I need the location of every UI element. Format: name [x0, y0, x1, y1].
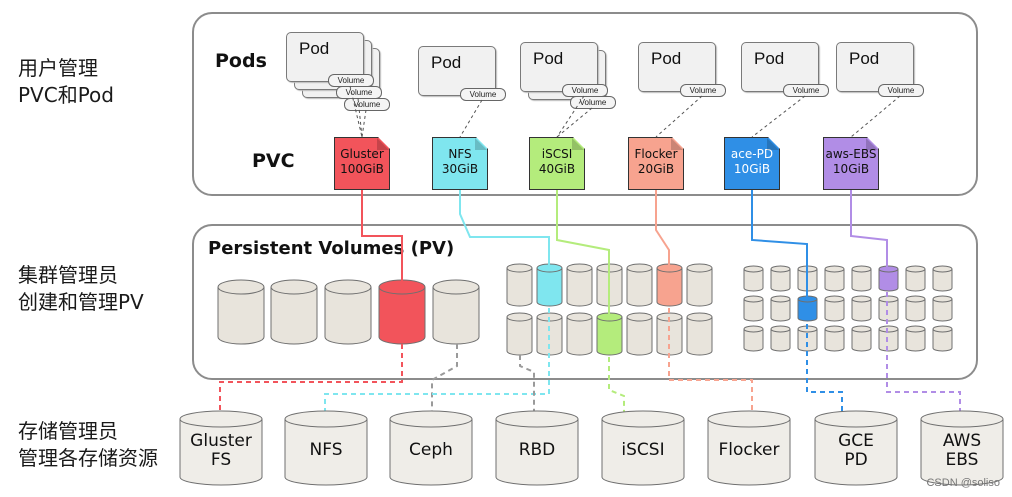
pod-label: Pod	[533, 49, 564, 68]
pod-label: Pod	[651, 49, 682, 68]
storage-admin-label: 存储管理员 管理各存储资源	[18, 419, 158, 470]
pvc-name: Flocker	[634, 147, 678, 161]
pvc-size: 20GiB	[637, 162, 675, 176]
pvc-title: PVC	[252, 150, 295, 172]
admin-label: 集群管理员 创建和管理PV	[18, 263, 144, 314]
pod-card: Pod	[286, 32, 364, 82]
pvc-size: 30GiB	[441, 162, 479, 176]
volume-pill: Volume	[460, 88, 506, 101]
pod-card: Pod	[520, 42, 598, 92]
pvc-name: aws-EBS	[825, 147, 877, 161]
storage-label: RBD	[518, 440, 556, 460]
pods-title: Pods	[215, 50, 267, 72]
watermark: CSDN @soliso	[926, 477, 1000, 489]
pvc-size: 40GiB	[538, 162, 576, 176]
pvc-size: 10GiB	[733, 162, 771, 176]
pvc-size: 100GiB	[340, 162, 384, 176]
pod-label: Pod	[431, 53, 462, 72]
storage-label: GCE PD	[838, 431, 874, 470]
storage-label: NFS	[309, 440, 343, 460]
pvc-name: Gluster	[340, 147, 384, 161]
volume-pill: Volume	[344, 98, 390, 111]
storage-label: Flocker	[718, 440, 780, 460]
pod-card: Pod	[418, 46, 496, 96]
pv-title: Persistent Volumes (PV)	[208, 238, 455, 259]
pod-label: Pod	[754, 49, 785, 68]
pod-card: Pod	[836, 42, 914, 92]
pod-card: Pod	[741, 42, 819, 92]
volume-pill: Volume	[570, 96, 616, 109]
pod-label: Pod	[849, 49, 880, 68]
volume-pill: Volume	[783, 84, 829, 97]
user-label: 用户管理 PVC和Pod	[18, 56, 114, 107]
volume-pill: Volume	[878, 84, 924, 97]
pod-card: Pod	[638, 42, 716, 92]
storage-label: Gluster FS	[190, 431, 252, 470]
storage-label: Ceph	[409, 440, 453, 460]
pod-label: Pod	[299, 39, 330, 58]
pvc-name: ace-PD	[730, 147, 774, 161]
pvc-size: 10GiB	[832, 162, 870, 176]
volume-pill: Volume	[680, 84, 726, 97]
pvc-name: NFS	[448, 147, 472, 161]
pvc-name: iSCSI	[541, 147, 573, 161]
storage-label: AWS EBS	[942, 431, 982, 470]
storage-label: iSCSI	[621, 440, 665, 460]
